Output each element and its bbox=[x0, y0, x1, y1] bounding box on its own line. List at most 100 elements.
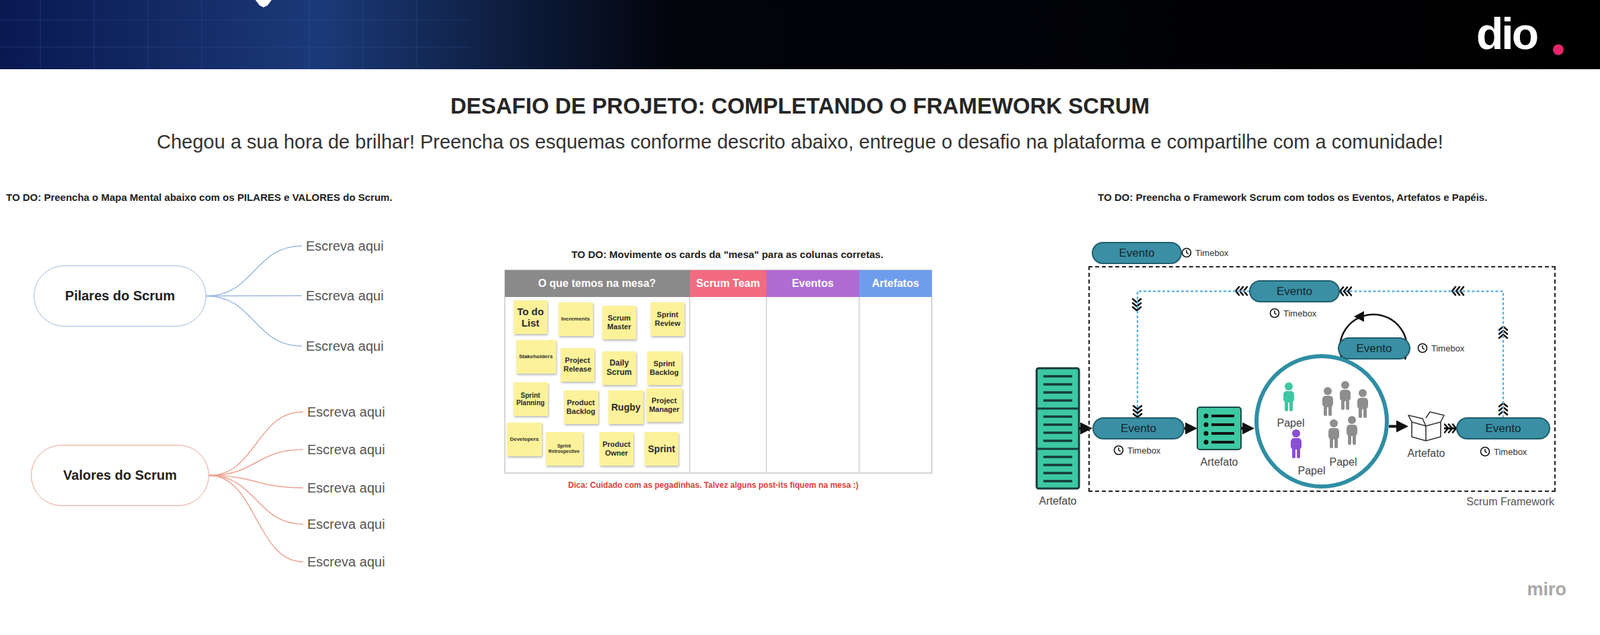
watermark: miro bbox=[1526, 579, 1567, 601]
flow-chevrons bbox=[1132, 299, 1141, 311]
node-label: Product Owner bbox=[601, 440, 632, 458]
board-table bbox=[504, 270, 932, 474]
header-cell bbox=[504, 270, 690, 298]
event-pill: Evento bbox=[1456, 417, 1551, 440]
list-bullet bbox=[1204, 414, 1209, 419]
list-icon bbox=[1197, 407, 1242, 450]
flow-arrow bbox=[1184, 427, 1187, 431]
sticky-note: Increments bbox=[558, 302, 593, 337]
team-circle: PapelPapelPapel bbox=[1254, 354, 1389, 489]
sticky-note: Daily Scrum bbox=[602, 351, 636, 386]
sticky-note: Sprint bbox=[644, 432, 679, 466]
column-header: Scrum Team bbox=[696, 277, 761, 290]
clock-icon bbox=[1182, 248, 1192, 258]
node-label: Evento bbox=[1276, 285, 1313, 299]
header-cell bbox=[689, 270, 767, 298]
increment-box-icon bbox=[1408, 412, 1445, 442]
node-label: Escreva aqui bbox=[305, 338, 384, 355]
node-label: Product Backlog bbox=[566, 398, 597, 416]
node-label: Escreva aqui bbox=[307, 554, 386, 571]
node-label: To do List bbox=[515, 305, 546, 330]
node-label: Escreva aqui bbox=[307, 516, 386, 533]
sticky-note: Sprint Planning bbox=[513, 382, 548, 417]
mind-map-leaf: Escreva aqui bbox=[307, 553, 386, 572]
node-label: Papel bbox=[1277, 417, 1305, 430]
task-instruction: TO DO: Movimente os cards da "mesa" para… bbox=[571, 248, 884, 261]
event-pill: Evento bbox=[1249, 280, 1340, 303]
sticky-note: Sprint Review bbox=[650, 302, 685, 337]
node-label: Scrum Master bbox=[604, 313, 634, 331]
node-label: Escreva aqui bbox=[305, 238, 384, 255]
node-label: Artefato bbox=[1200, 456, 1238, 469]
node-label: Artefato bbox=[1407, 447, 1445, 460]
node-label: Project Release bbox=[562, 356, 593, 374]
sticky-note: Stakeholders bbox=[516, 340, 556, 374]
flow-arrow bbox=[1388, 425, 1398, 429]
timebox-label: Timebox bbox=[1431, 343, 1465, 354]
node-label: Sprint Review bbox=[652, 310, 683, 328]
mind-map-branch bbox=[206, 246, 302, 297]
node-label: Artefato bbox=[1038, 495, 1077, 508]
column-divider bbox=[689, 297, 860, 474]
clock-icon bbox=[1114, 446, 1124, 456]
node-label: Pilares do Scrum bbox=[65, 288, 175, 304]
node-label: Project Manager bbox=[648, 396, 681, 414]
task-instruction: TO DO: Preencha o Framework Scrum com to… bbox=[1097, 191, 1488, 204]
loop-arrow bbox=[1339, 291, 1504, 419]
node-label: Evento bbox=[1120, 422, 1157, 436]
node-label: Sprint Retrospective bbox=[547, 443, 581, 455]
header-cell bbox=[766, 270, 860, 298]
timebox-label: Timebox bbox=[1195, 248, 1229, 259]
mind-map-leaf: Escreva aqui bbox=[305, 237, 384, 256]
framework-boundary: Scrum FrameworkEventoEventoEventoArtefat… bbox=[1089, 267, 1555, 491]
mind-map-branch bbox=[206, 295, 302, 297]
node-label: Rugby bbox=[611, 402, 641, 413]
task-instruction: TO DO: Preencha o Mapa Mental abaixo com… bbox=[6, 191, 393, 204]
mind-map-root: Pilares do Scrum bbox=[33, 265, 207, 327]
list-lines bbox=[1211, 416, 1235, 443]
node-label: Increments bbox=[561, 315, 591, 323]
artifact-icon: Artefato bbox=[1408, 412, 1445, 442]
sticky-note: To do List bbox=[513, 300, 548, 335]
node-label: Evento bbox=[1356, 342, 1393, 356]
header-banner bbox=[0, 0, 1600, 70]
event-pill: Evento bbox=[1092, 417, 1185, 440]
sticky-note: Rugby bbox=[608, 390, 644, 425]
mind-map-leaf: Escreva aqui bbox=[307, 515, 386, 534]
node-label: Escreva aqui bbox=[307, 404, 386, 421]
developer-figure bbox=[1322, 387, 1334, 417]
clock-icon bbox=[1481, 447, 1490, 457]
page-title: DESAFIO DE PROJETO: COMPLETANDO O FRAMEW… bbox=[450, 93, 1150, 119]
column-header: Artefatos bbox=[871, 277, 919, 290]
sticky-note: Project Release bbox=[560, 348, 595, 382]
sticky-note: Sprint Backlog bbox=[647, 351, 682, 386]
flow-arrow bbox=[1078, 427, 1082, 431]
node-label: Escreva aqui bbox=[307, 442, 386, 458]
mind-map-branch bbox=[209, 449, 304, 476]
node-label: Escreva aqui bbox=[307, 480, 386, 497]
artifact-icon: Artefato bbox=[1036, 368, 1079, 489]
artifact-icon: Artefato bbox=[1197, 407, 1242, 450]
developer-figure bbox=[1346, 416, 1358, 446]
flow-arrow bbox=[1444, 427, 1457, 430]
event-pill: Evento bbox=[1337, 337, 1411, 360]
list-bullet bbox=[1204, 422, 1209, 428]
mind-map-leaf: Escreva aqui bbox=[307, 403, 386, 422]
node-label: Stakeholders bbox=[518, 353, 553, 360]
sticky-note: Scrum Master bbox=[602, 305, 636, 340]
column-header: O que temos na mesa? bbox=[537, 277, 656, 290]
node-label: Scrum Framework bbox=[1466, 496, 1555, 509]
mind-map-root: Valores do Scrum bbox=[30, 445, 210, 507]
backlog-lines bbox=[1043, 376, 1073, 482]
mind-map-leaf: Escreva aqui bbox=[305, 287, 384, 306]
flow-chevrons bbox=[1235, 287, 1248, 296]
clock-icon bbox=[1418, 344, 1428, 353]
list-bullet bbox=[1204, 431, 1209, 437]
brand-logo: dio bbox=[1476, 8, 1537, 60]
mind-map-leaf: Escreva aqui bbox=[307, 479, 386, 498]
logo-dot bbox=[1552, 44, 1564, 56]
mind-map-leaf: Escreva aqui bbox=[307, 441, 386, 460]
scrum-master-figure bbox=[1290, 429, 1302, 459]
node-label: Valores do Scrum bbox=[63, 467, 177, 484]
timebox-label: Timebox bbox=[1127, 445, 1161, 456]
